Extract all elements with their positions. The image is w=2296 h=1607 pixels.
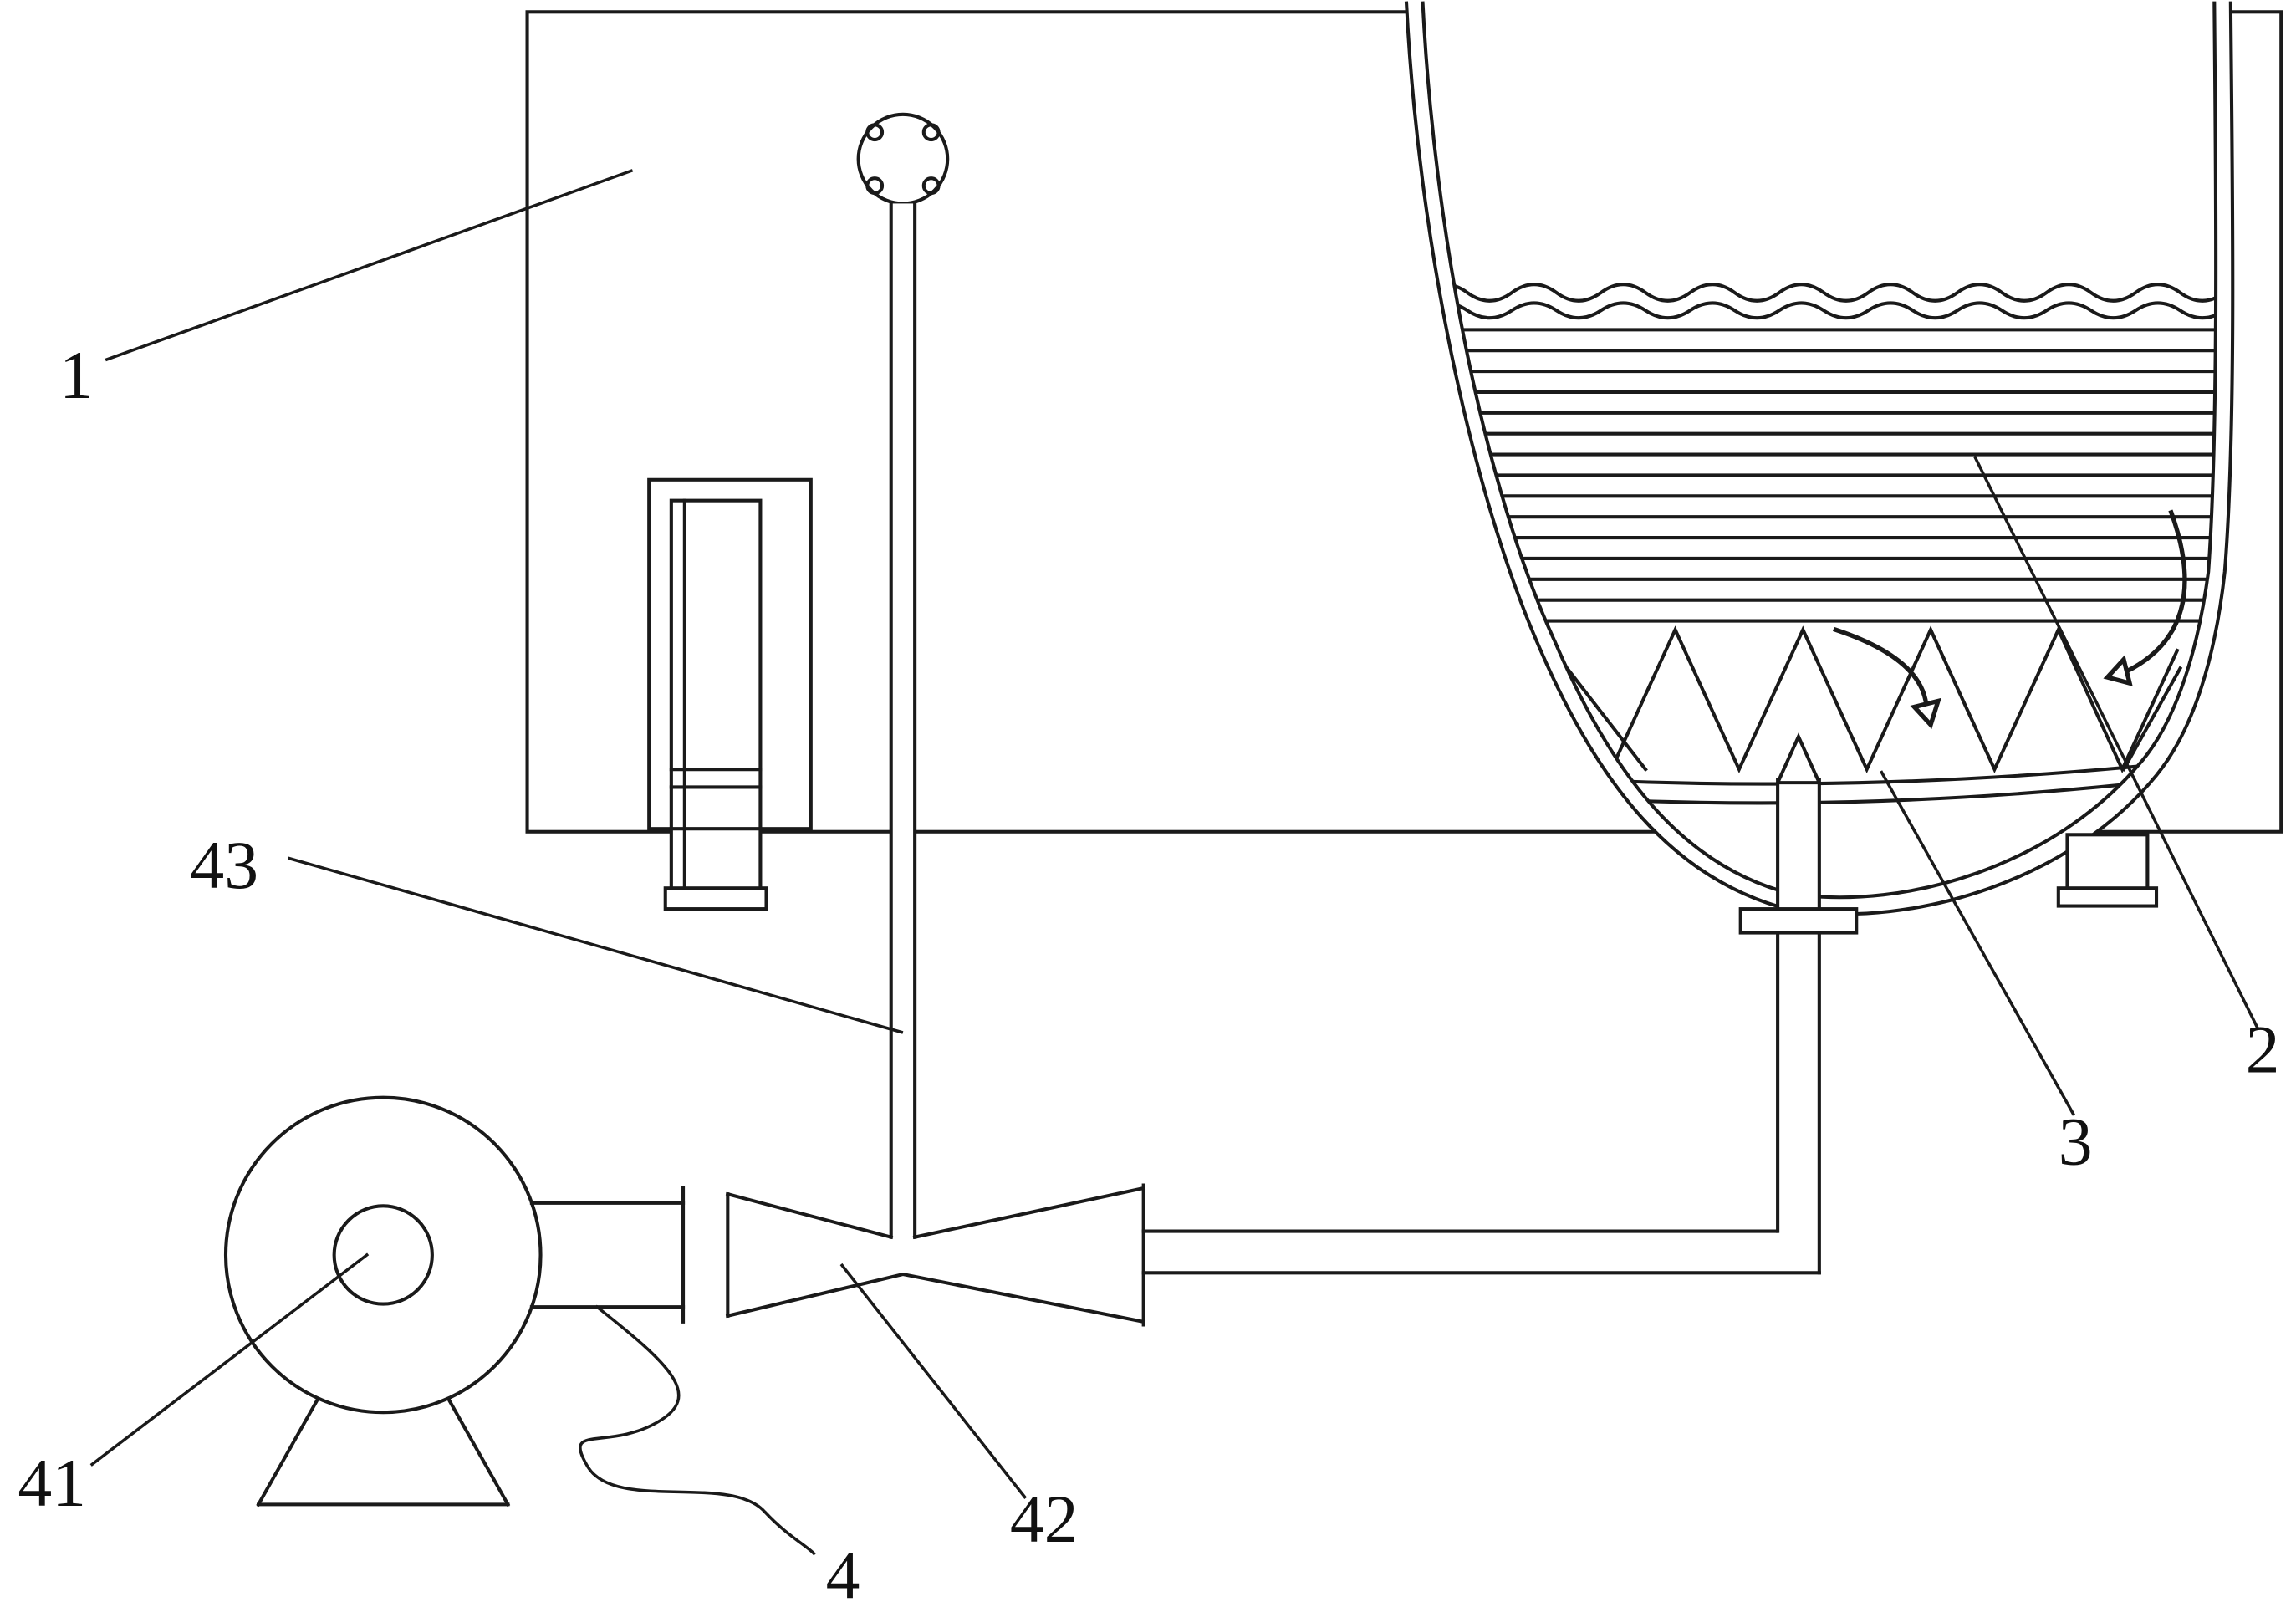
- leader-line-2: [1972, 455, 2260, 1030]
- level-gauge-component: [647, 477, 813, 911]
- flow-arrow-right: [2103, 509, 2187, 686]
- vessel-outer-wall: [1404, 1, 2235, 916]
- drain-pipe: [1738, 732, 1859, 1275]
- pump-casing: [223, 1095, 543, 1415]
- pump-stand: [256, 1396, 511, 1508]
- label-42: 42: [1010, 1481, 1079, 1557]
- leader-squiggle-4: [579, 1304, 816, 1556]
- tank-body: [525, 10, 2283, 834]
- vessel-inner-wall: [1421, 1, 2218, 900]
- label-43: 43: [190, 827, 258, 903]
- riser-pipe: [856, 112, 950, 1239]
- leader-line-1: [105, 169, 634, 362]
- venturi-ejector: [529, 1183, 1821, 1327]
- flow-arrow-center: [1833, 626, 1941, 730]
- zigzag-tray: [1545, 625, 2180, 774]
- label-41: 41: [18, 1445, 86, 1521]
- vessel-support-block: [2056, 833, 2159, 908]
- pump: [223, 1095, 543, 1508]
- label-1: 1: [59, 337, 94, 413]
- leader-line-42: [839, 1263, 1028, 1499]
- pipe-flange-disc: [856, 112, 950, 206]
- liquid-hatching: [1422, 328, 2217, 602]
- liquid-surface-wave: [1422, 283, 2217, 303]
- drain-flange: [1738, 907, 1859, 935]
- leader-lines: [89, 169, 2260, 1556]
- settling-vessel: [1404, 1, 2235, 916]
- leader-line-43: [288, 856, 904, 1034]
- nozzle-tip: [1774, 732, 1823, 785]
- label-4: 4: [826, 1537, 860, 1607]
- pump-shaft: [332, 1204, 434, 1306]
- label-2: 2: [2246, 1011, 2280, 1087]
- label-3: 3: [2059, 1104, 2093, 1180]
- leader-line-41: [89, 1252, 370, 1467]
- leader-line-3: [1880, 770, 2075, 1116]
